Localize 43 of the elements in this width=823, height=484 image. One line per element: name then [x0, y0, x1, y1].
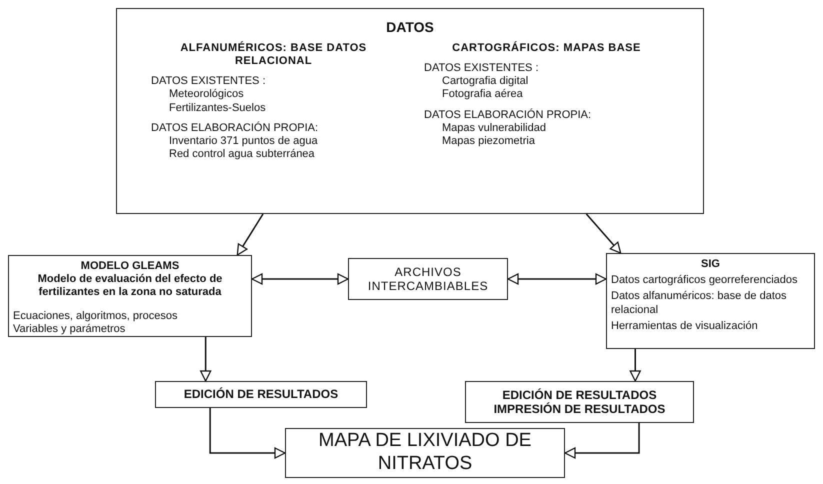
node-text: Modelo de evaluación del efecto de fertilizantes en la zona no saturada: [36, 273, 224, 300]
node-text: DATOS EXISTENTES :: [423, 62, 540, 76]
node-text: ALFANUMÉRICOS: BASE DATOS RELACIONAL: [179, 42, 368, 68]
node-text: Datos alfanuméricos: base de datos relacional: [611, 290, 788, 317]
arrow: [209, 408, 286, 459]
process-box: [465, 381, 694, 423]
node-text: Inventario 371 puntos de agua: [168, 134, 319, 148]
arrow: [564, 423, 640, 459]
process-box: [155, 381, 367, 408]
node-text: CARTOGRÁFICOS: MAPAS BASE: [451, 42, 642, 55]
node-text: Herramientas de visualización: [611, 320, 759, 333]
node-text: Ecuaciones, algoritmos, procesos: [13, 310, 178, 323]
arrow: [630, 349, 641, 382]
arrow: [236, 214, 264, 256]
arrow: [586, 214, 622, 254]
node-text: Cartografia digital: [441, 75, 530, 88]
node-text: ARCHIVOS INTERCAMBIABLES: [366, 264, 490, 294]
arrow: [251, 273, 349, 285]
node-text: DATOS: [385, 19, 435, 36]
node-text: Variables y parámetros: [13, 322, 126, 336]
node-text: Fertilizantes-Suelos: [168, 102, 267, 115]
node-text: SIG: [700, 258, 721, 272]
node-text: Mapas piezometria: [441, 134, 536, 148]
node-text: Red control agua subterránea: [168, 148, 316, 162]
process-box: [348, 258, 508, 300]
node-text: MAPA DE LIXIVIADO DE NITRATOS: [318, 430, 532, 476]
process-box: [285, 428, 565, 478]
node-text: IMPRESIÓN DE RESULTADOS: [494, 402, 666, 416]
node-text: DATOS ELABORACIÓN PROPIA:: [150, 122, 320, 135]
node-text: EDICIÓN DE RESULTADOS: [184, 387, 338, 402]
data-box: [116, 8, 704, 214]
node-text: Mapas vulnerabilidad: [441, 122, 547, 135]
arrow: [507, 273, 607, 285]
node-text: Datos cartográficos georreferenciados: [611, 274, 798, 288]
arrow: [200, 337, 212, 382]
process-box: [8, 255, 252, 337]
node-text: DATOS ELABORACIÓN PROPIA:: [423, 108, 592, 122]
node-text: EDICIÓN DE RESULTADOS: [502, 388, 657, 402]
node-text: DATOS EXISTENTES :: [150, 75, 267, 88]
node-text: MODELO GLEAMS: [80, 260, 180, 274]
process-box: [606, 253, 815, 349]
node-text: Fotografia aérea: [441, 88, 524, 102]
node-text: Meteorológicos: [168, 88, 245, 102]
